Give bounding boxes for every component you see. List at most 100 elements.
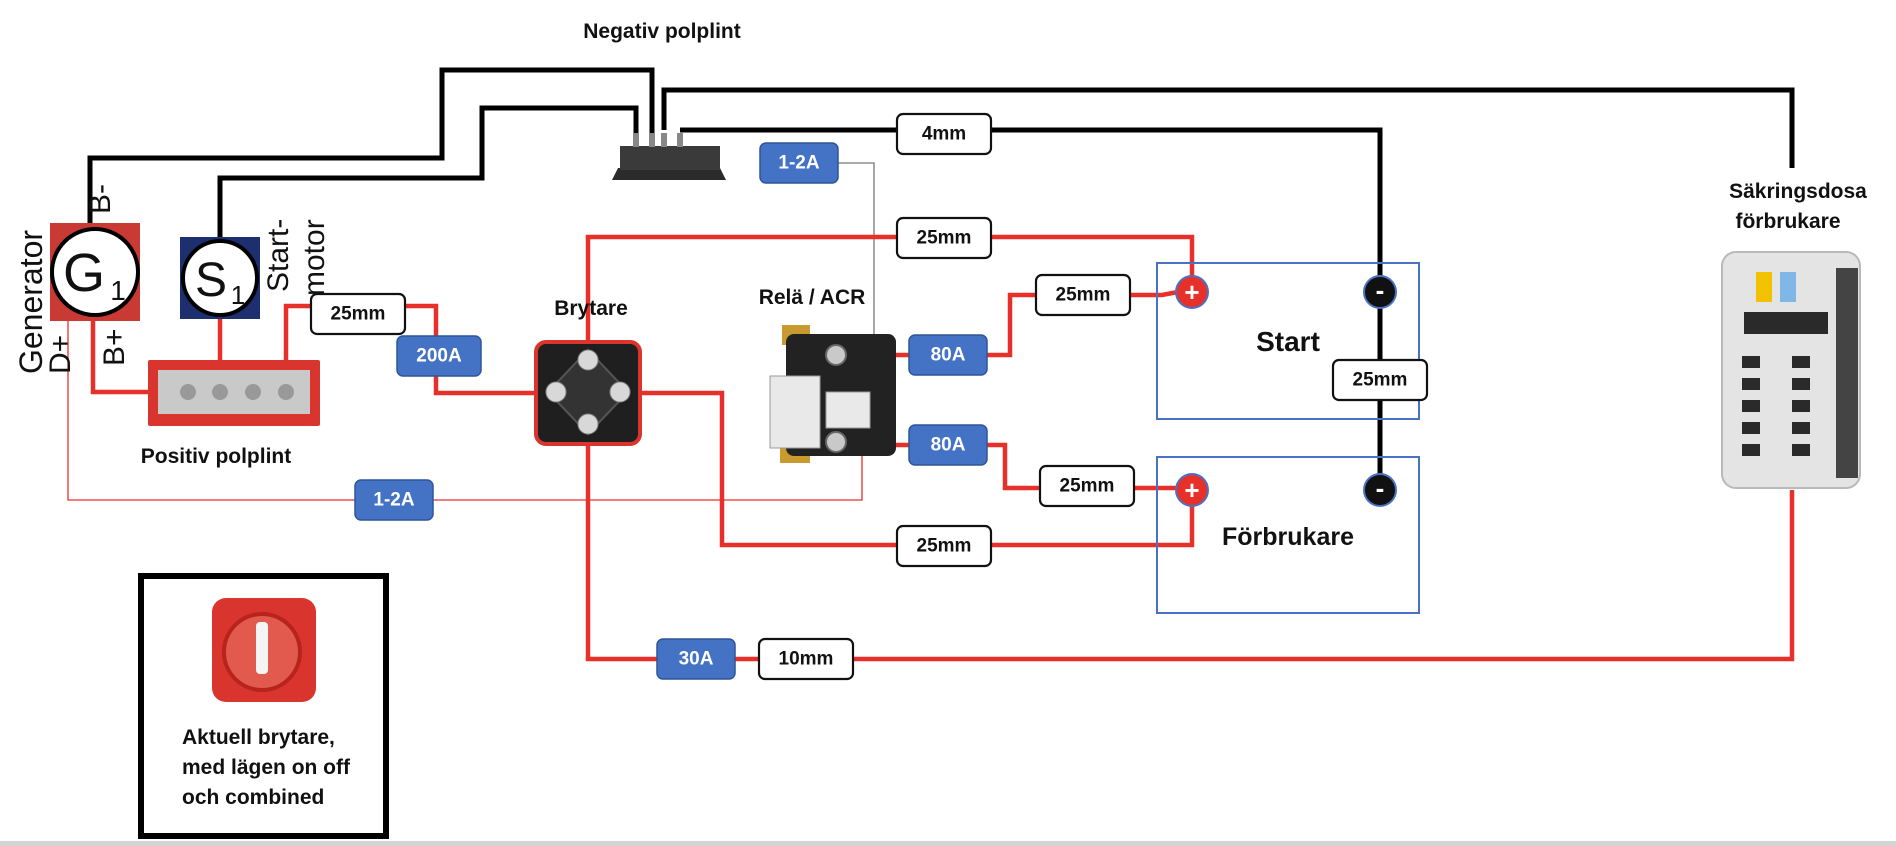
battery-forbrukare-label: Förbrukare — [1222, 523, 1354, 551]
fusebox-terminal-strip — [1836, 268, 1858, 478]
cable-label-acr-forbrukare: 25mm — [1060, 476, 1115, 497]
bottom-divider — [0, 841, 1896, 846]
startmotor-label-line1: Start- — [262, 219, 295, 292]
fuse-label-box — [908, 334, 988, 376]
battery-terminals: + - + - — [1175, 275, 1397, 507]
note-line1: Aktuell brytare, — [182, 726, 335, 749]
positive-busbar-label: Positiv polplint — [141, 445, 292, 468]
forbrukare-plus-terminal — [1175, 473, 1209, 507]
battery-forbrukare: Förbrukare — [1156, 456, 1420, 614]
generator-letter: G — [63, 243, 105, 303]
fusebox-label-line1: Säkringsdosa — [1729, 180, 1867, 203]
generator: G 1 Generator B- D+ B+ — [13, 184, 140, 374]
busbar-stud — [180, 384, 196, 400]
startmotor-label-line2: motor — [298, 219, 331, 296]
battery-forbrukare-outline — [1156, 456, 1420, 614]
switch-terminal — [545, 381, 567, 403]
fuse-slot — [1742, 444, 1760, 456]
wire-generator-bplus — [90, 318, 148, 395]
cable-label-gen-positive: 25mm — [331, 304, 386, 325]
fuse-label-box — [396, 335, 482, 377]
generator-bplus-label: B+ — [98, 328, 131, 366]
fuse-slot — [1792, 356, 1810, 368]
fuse — [1780, 272, 1796, 302]
busbar-stud — [245, 384, 261, 400]
wire-fusebox-negative — [661, 87, 1795, 168]
fuse-label-box — [354, 479, 434, 521]
fuse-slot — [1792, 422, 1810, 434]
negative-busbar-label: Negativ polplint — [583, 20, 741, 43]
switch-terminal — [609, 381, 631, 403]
start-motor: S 1 Start- motor — [180, 219, 331, 319]
fuse-label-box — [656, 638, 736, 680]
cable-labels: 4mm 25mm 25mm 25mm 25mm 25mm 25mm 10mm — [309, 112, 1429, 681]
fuse-label-neg-sense: 1-2A — [778, 153, 819, 174]
fuse-slot — [1742, 422, 1760, 434]
neg-busbar-stud — [661, 133, 667, 147]
fuse-label-dplus-sense: 1-2A — [373, 490, 414, 511]
start-plus-terminal — [1175, 275, 1209, 309]
wire-startmotor-minus — [217, 105, 639, 238]
acr-post-top — [825, 344, 847, 366]
fuse-label-fusebox-feed: 30A — [679, 649, 714, 670]
cable-label-brytare-forbrukare: 25mm — [917, 536, 972, 557]
wire-dplus-sense — [67, 318, 863, 501]
neg-busbar-base — [612, 168, 726, 180]
neg-busbar-stud — [633, 133, 639, 147]
fuse-label-acr-forbrukare: 80A — [931, 435, 966, 456]
cable-label-fusebox-feed: 10mm — [779, 649, 834, 670]
positive-busbar: Positiv polplint — [141, 360, 320, 468]
wire-brytare-to-start — [585, 234, 1195, 343]
neg-busbar-stud — [677, 133, 683, 147]
generator-symbol — [50, 227, 140, 317]
minus-icon: - — [1376, 275, 1385, 305]
fuse-label-positive-main: 200A — [416, 346, 462, 367]
fuse-slot — [1792, 378, 1810, 390]
relay-acr: Relä / ACR — [759, 286, 896, 463]
acr-title: Relä / ACR — [759, 286, 866, 309]
cable-label-box — [757, 637, 855, 681]
forbrukare-minus-terminal — [1363, 473, 1397, 507]
generator-bminus-label: B- — [84, 184, 117, 214]
wire-generator-bminus — [87, 67, 655, 228]
battery-switch[interactable]: Brytare — [534, 297, 642, 446]
switch-label: Brytare — [554, 297, 628, 320]
cable-label-box — [1034, 273, 1132, 317]
wire-positive-to-brytare — [283, 303, 542, 396]
note-line3: och combined — [182, 786, 324, 809]
wire-acr-negative-sense — [838, 162, 875, 410]
cable-label-box — [895, 216, 993, 260]
switch-terminal — [577, 349, 599, 371]
note-line2: med lägen on off — [182, 756, 351, 779]
fusebox-label-line2: förbrukare — [1735, 210, 1840, 233]
busbar-stud — [278, 384, 294, 400]
acr-post-bottom — [825, 431, 847, 453]
fuse — [1756, 272, 1772, 302]
minus-icon: - — [1376, 473, 1385, 503]
cable-label-box — [1331, 358, 1429, 402]
startmotor-letter: S — [195, 254, 227, 307]
fuse-label-box — [908, 424, 988, 466]
fuse-labels: 1-2A 200A 80A 80A 1-2A 30A — [354, 142, 988, 680]
startmotor-subscript: 1 — [231, 280, 245, 310]
cable-label-box — [895, 524, 993, 568]
wire-brytare-to-acr — [642, 390, 1195, 548]
fusebox-panel — [1744, 312, 1828, 334]
generator-dplus-label: D+ — [44, 335, 77, 374]
generator-label: Generator — [13, 230, 49, 374]
negative-busbar: Negativ polplint — [583, 20, 741, 180]
fuse-label-acr-start: 80A — [931, 345, 966, 366]
cable-label-box — [1038, 464, 1136, 508]
note-box: Aktuell brytare, med lägen on off och co… — [138, 573, 389, 839]
switch-terminal — [577, 413, 599, 435]
fuse-slot — [1742, 378, 1760, 390]
plus-icon: + — [1184, 277, 1199, 307]
neg-busbar-stud — [649, 133, 655, 147]
battery-start-outline — [1156, 262, 1420, 420]
battery-start: Start — [1156, 262, 1420, 420]
cable-label-box — [309, 292, 407, 336]
startmotor-symbol — [181, 239, 259, 317]
cable-label-neg-start: 4mm — [922, 124, 966, 145]
plus-icon: + — [1184, 475, 1199, 505]
